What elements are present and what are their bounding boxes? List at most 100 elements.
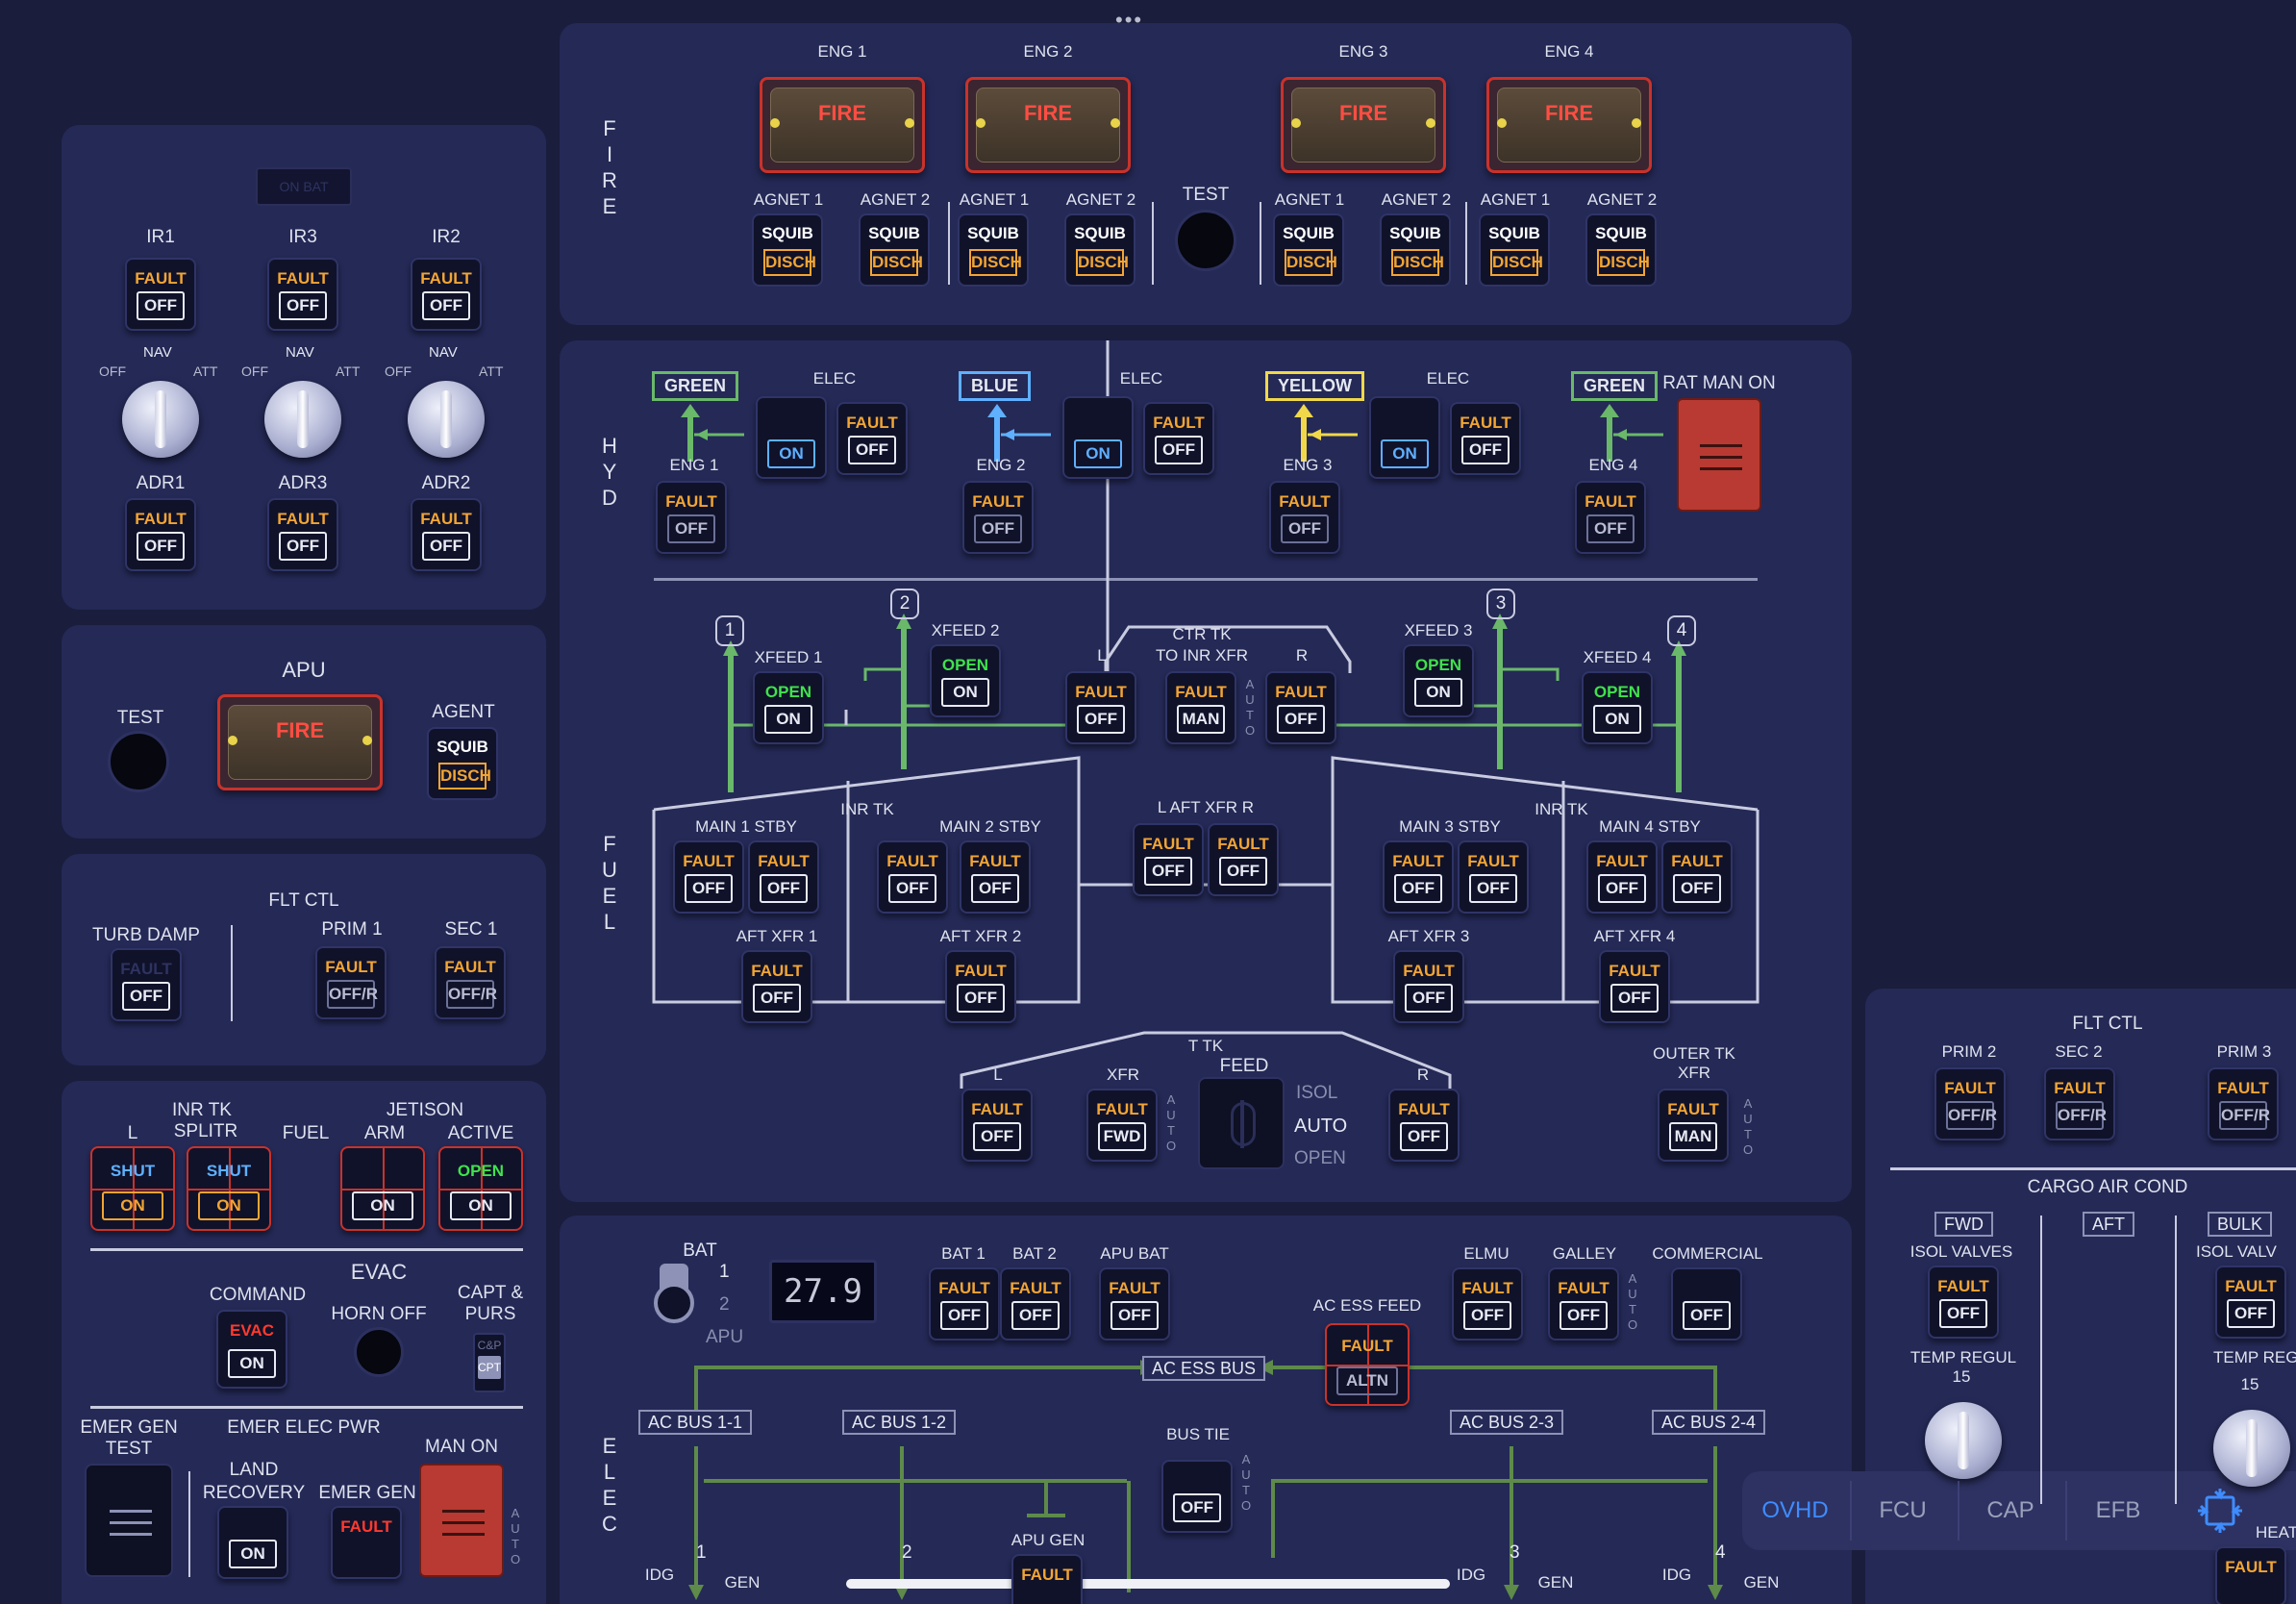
apu-fire-button[interactable]: FIRE <box>217 694 383 790</box>
eng3-fire-button[interactable]: FIRE <box>1281 77 1446 173</box>
ir-mode-selector-knob[interactable] <box>122 381 199 458</box>
ir-mode-selector-knob[interactable] <box>408 381 485 458</box>
eng1-fire-button[interactable]: FIRE <box>760 77 925 173</box>
nav-tab-efb[interactable]: EFB <box>2095 1497 2141 1523</box>
feed-selector[interactable] <box>1198 1077 1285 1169</box>
horn-off-button[interactable] <box>354 1327 404 1377</box>
commercial-button[interactable]: OFF <box>1671 1267 1742 1341</box>
land-recovery-button[interactable]: ON <box>217 1506 288 1579</box>
bat-selector[interactable] <box>650 1264 704 1327</box>
fire-test-button[interactable] <box>1175 210 1236 271</box>
bulk-temp-regul-knob[interactable] <box>2213 1410 2290 1487</box>
bus-tie-button[interactable]: OFF <box>1161 1460 1233 1533</box>
fwd-temp-regul-knob[interactable] <box>1925 1402 2002 1479</box>
hyd-elec-pump-0-button[interactable]: ON <box>756 396 827 479</box>
hyd-elec-pump-1-button[interactable]: ON <box>1062 396 1134 479</box>
emer-gen-test-button[interactable] <box>85 1464 173 1577</box>
apu-test-button[interactable] <box>108 731 169 792</box>
eng2-fire-button[interactable]: FIRE <box>965 77 1131 173</box>
apu-gen-button[interactable]: FAULT <box>1011 1554 1083 1604</box>
rat-man-on-button[interactable] <box>1677 398 1761 512</box>
ir-mode-selector-knob[interactable] <box>264 381 341 458</box>
nav-tab-ovhd[interactable]: OVHD <box>1761 1497 1829 1523</box>
fullscreen-icon[interactable] <box>2177 1475 2263 1546</box>
eng4-fire-button[interactable]: FIRE <box>1486 77 1652 173</box>
jetison-arm-button[interactable]: ON <box>340 1146 425 1231</box>
emer-gen-button[interactable]: FAULT <box>331 1506 402 1579</box>
heater-button[interactable]: FAULT <box>2215 1546 2286 1604</box>
hyd-elec-pump-2-button[interactable]: ON <box>1369 396 1440 479</box>
divider <box>1890 1167 2296 1170</box>
emer-man-on-button[interactable] <box>419 1464 504 1577</box>
capt-purs-switch[interactable]: C&P CPT <box>473 1333 506 1392</box>
nav-tab-fcu[interactable]: FCU <box>1879 1497 1927 1523</box>
nav-tab-cap[interactable]: CAP <box>1986 1497 2034 1523</box>
